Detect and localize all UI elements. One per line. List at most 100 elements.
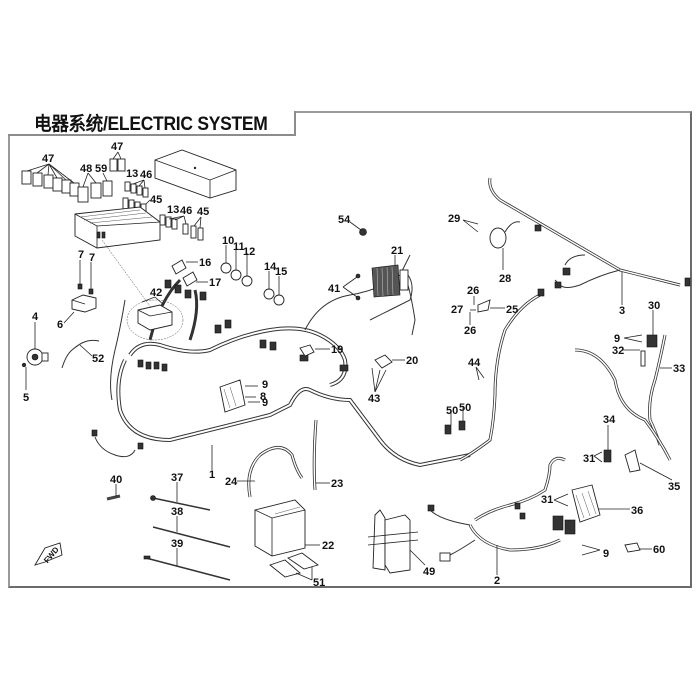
callout-12: 12 [243,246,255,258]
title-box: 电器系统/ELECTRIC SYSTEM [8,111,296,136]
callout-50: 50 [446,405,458,417]
callout-39: 39 [171,538,183,550]
callout-3: 3 [619,305,625,317]
callout-8: 8 [260,391,266,403]
diagram-frame [8,111,692,588]
callout-13: 13 [126,168,138,180]
callout-46: 46 [140,169,152,181]
connector-left-b [137,442,144,450]
callout-34: 34 [603,414,616,426]
bolt-40 [106,494,121,501]
callout-33: 33 [673,363,685,375]
callout-26: 26 [464,325,476,337]
callout-9: 9 [262,397,268,409]
relay-48b [90,182,102,199]
callout-13: 13 [167,204,179,216]
module-8 [219,379,260,413]
ecu-36 [553,484,630,523]
callout-20: 20 [406,355,418,367]
callout-2: 2 [494,575,500,587]
callout-49: 49 [423,566,435,578]
callout-30: 30 [648,300,660,312]
callout-21: 21 [391,245,403,257]
callout-52: 52 [92,353,104,365]
callout-labels: 47 47 48 59 13 46 45 13 46 45 7 7 6 4 5 … [23,141,685,589]
callout-7: 7 [78,249,84,261]
callout-19: 19 [331,344,343,356]
pad-51b [287,552,319,570]
sensor-34 [593,425,673,481]
page-title: 电器系统/ELECTRIC SYSTEM [34,114,268,135]
relay-48a [77,186,89,203]
voltage-regulator-21 [342,255,416,336]
grommet-54 [359,228,367,236]
callout-47: 47 [111,141,123,153]
relay-row-47 [21,163,80,197]
switch-17 [182,271,198,287]
callout-42: 42 [150,287,162,299]
horn [21,322,49,390]
callout-35: 35 [668,481,680,493]
callout-27: 27 [451,304,463,316]
callout-14: 14 [264,261,277,273]
callout-37: 37 [171,472,183,484]
callout-22: 22 [322,540,334,552]
hose-main-rear [574,348,672,461]
fwd-direction-arrow [34,542,63,566]
callout-40: 40 [110,474,122,486]
callout-45: 45 [150,194,162,206]
connector-50b [458,420,466,431]
fuse-box-cover [154,149,237,199]
bracket-25 [469,296,505,325]
callout-17: 17 [209,277,221,289]
callout-25: 25 [506,304,518,316]
battery-cable-24 [247,446,304,498]
relay-59 [102,180,113,197]
callout-9: 9 [262,379,268,391]
switches-14-15 [263,271,285,306]
callout-51: 51 [313,577,325,589]
sensor-wire-52 [61,339,100,369]
callout-9: 9 [614,333,620,345]
fuse-box-assembly [21,149,237,321]
connector-60 [624,542,641,553]
callout-1: 1 [209,469,215,481]
callout-60: 60 [653,544,665,556]
fuses-lower [159,214,204,241]
callout-11: 11 [233,241,245,253]
connector-left-a [91,429,98,437]
callout-7: 7 [89,252,95,264]
callout-16: 16 [199,257,211,269]
callout-43: 43 [368,393,380,405]
callout-44: 44 [468,357,481,369]
harness-2 [427,456,601,575]
sensor-28 [462,219,521,270]
callout-32: 32 [612,345,624,357]
callout-15: 15 [275,266,287,278]
part-6-7 [63,260,97,324]
callout-26: 26 [467,285,479,297]
connector-19 [299,344,315,357]
rear-harness-3 [488,177,691,305]
callout-28: 28 [499,273,511,285]
callout-4: 4 [32,311,39,323]
callout-36: 36 [631,505,643,517]
relay-47b [117,158,126,172]
cable-ties [143,482,231,581]
bracket-49 [367,509,426,574]
connector-50a [444,424,452,435]
callout-5: 5 [23,392,29,404]
callout-38: 38 [171,506,183,518]
callout-50: 50 [459,402,471,414]
middle-harness-branch [459,293,541,462]
callout-10: 10 [222,235,234,247]
callout-29: 29 [448,213,460,225]
callout-46: 46 [180,205,192,217]
callout-24: 24 [225,476,238,488]
callout-41: 41 [328,283,340,295]
relay-30 [622,310,658,367]
callout-31: 31 [583,453,595,465]
switch-16 [171,259,187,275]
callout-9: 9 [603,548,609,560]
pad-51a [269,559,301,578]
